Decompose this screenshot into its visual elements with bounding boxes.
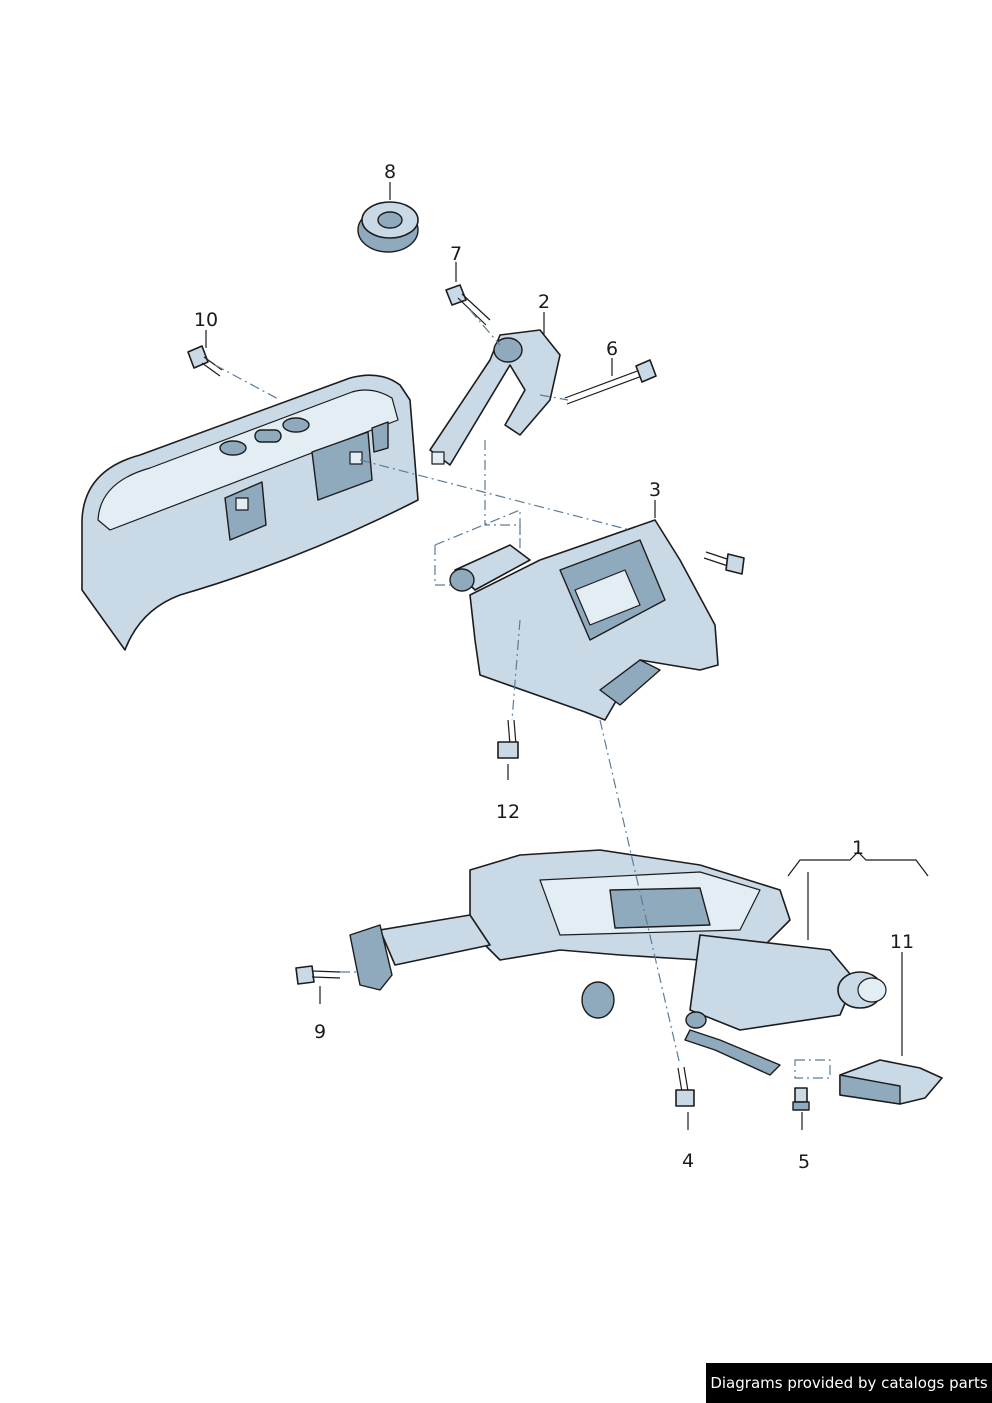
callout-12: 12: [496, 801, 520, 823]
callout-1: 1: [852, 837, 864, 859]
callout-9: 9: [314, 1021, 326, 1043]
part-12-bolt: [497, 719, 519, 759]
callout-11: 11: [890, 931, 914, 953]
callout-3: 3: [649, 479, 661, 501]
callout-10: 10: [194, 309, 218, 331]
part-11-cover: [839, 1059, 943, 1105]
part-10-bolt: [187, 345, 223, 377]
part-6-long-bolt: [564, 359, 657, 405]
assembly-lines: [214, 309, 831, 1079]
part-2-bracket: [429, 329, 561, 466]
bracket-bolt: [703, 551, 745, 575]
part-7-bolt: [445, 284, 491, 326]
callout-8: 8: [384, 161, 396, 183]
callout-6: 6: [606, 338, 618, 360]
part-4-bolt: [675, 1066, 695, 1107]
callout-4: 4: [682, 1150, 694, 1172]
callout-5: 5: [798, 1151, 810, 1173]
leader-lines: [205, 182, 929, 1130]
part-3-mounting-bracket: [449, 519, 719, 721]
callout-2: 2: [538, 291, 550, 313]
part-9-bolt: [295, 965, 341, 985]
part-1-steering-column: [349, 849, 887, 1076]
credit-banner: Diagrams provided by catalogs parts: [706, 1363, 992, 1403]
part-5-screw: [792, 1087, 810, 1111]
cross-member-beam: [81, 374, 419, 651]
part-8-bushing: [357, 201, 419, 253]
callout-labels: 8 7 2 6 10 3 12 1 11 9 4 5: [194, 161, 914, 1173]
callout-7: 7: [450, 243, 462, 265]
